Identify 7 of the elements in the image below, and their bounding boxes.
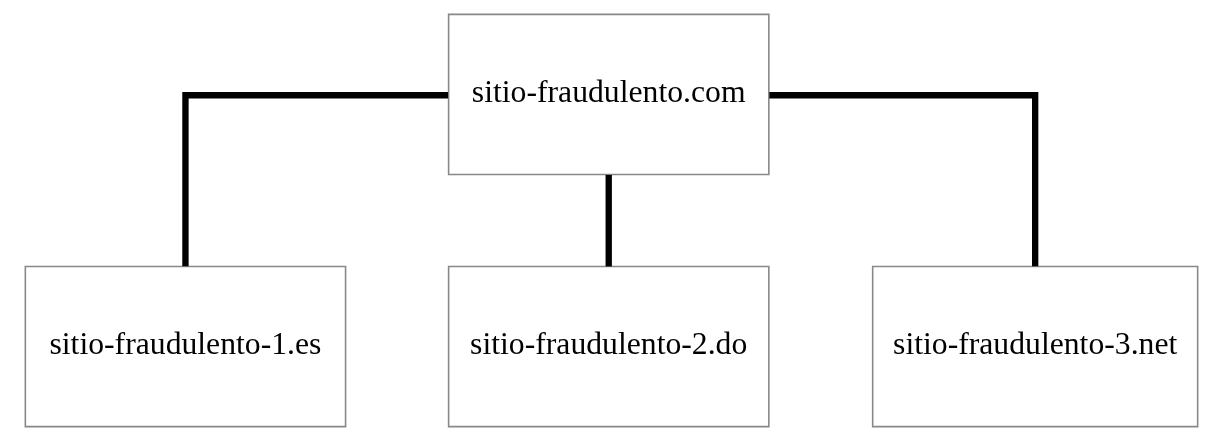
node-box: sitio-fraudulento.com: [447, 13, 770, 176]
connector: [181, 92, 448, 267]
connector: [605, 174, 612, 267]
node-box: sitio-fraudulento-2.do: [447, 265, 770, 428]
node-box: sitio-fraudulento-3.net: [871, 265, 1198, 428]
connector: [768, 92, 1038, 267]
node-box: sitio-fraudulento-1.es: [24, 265, 346, 428]
